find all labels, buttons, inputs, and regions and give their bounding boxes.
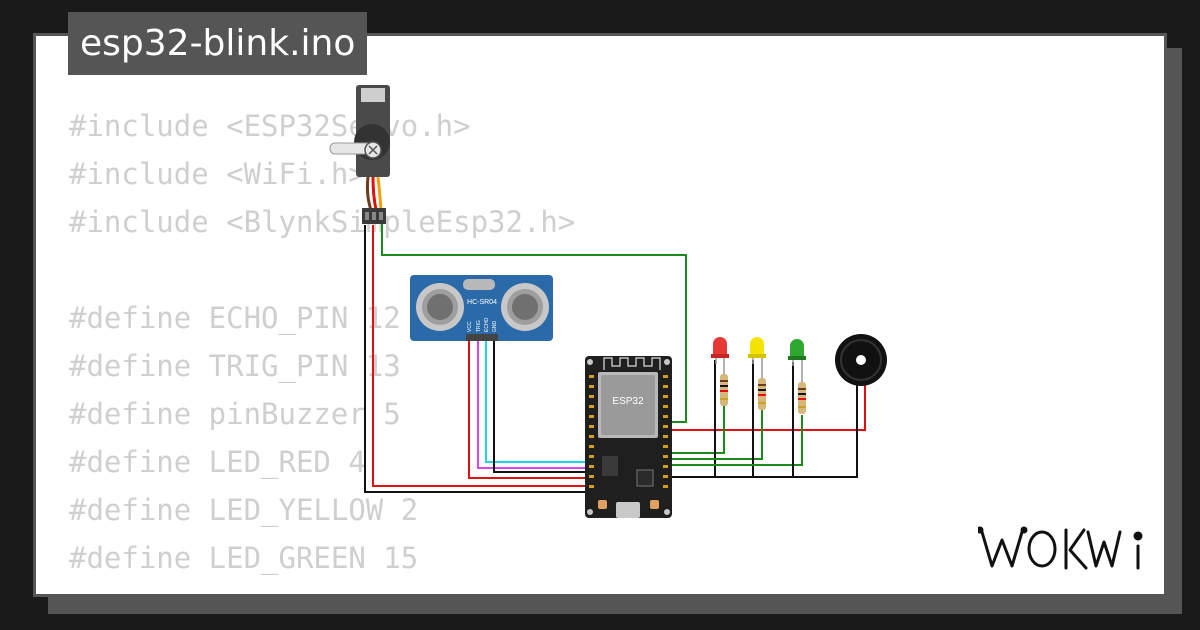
led-red xyxy=(711,337,729,374)
code-line: #define ECHO_PIN 12 xyxy=(69,301,401,335)
code-line: #define LED_RED 4 xyxy=(69,445,366,479)
resistor-yellow xyxy=(758,378,766,410)
ultrasonic-pin-label: GND xyxy=(492,321,498,333)
code-line: #include <ESP32Servo.h> xyxy=(69,109,471,143)
led-yellow xyxy=(748,337,766,378)
wire-ultrasonic-vcc xyxy=(468,340,590,479)
esp32-board: ESP32 xyxy=(585,356,672,518)
wire-buzzer-gnd xyxy=(668,385,858,478)
resistor-red xyxy=(720,374,728,406)
code-line: #include <BlynkSimpleEsp32.h> xyxy=(69,205,576,239)
code-block: #include <ESP32Servo.h> #include <WiFi.h… xyxy=(69,102,575,582)
wire-servo-vcc xyxy=(372,225,590,487)
code-line: #define pinBuzzer 5 xyxy=(69,397,401,431)
ultrasonic-sensor: HC-SR04 VCC TRIG ECHO GND xyxy=(410,275,553,341)
wire-ultrasonic-gnd xyxy=(493,340,590,473)
led-green xyxy=(788,339,806,382)
wire-ultrasonic-trig xyxy=(477,340,590,469)
wokwi-logo xyxy=(978,526,1143,570)
code-line: #define TRIG_PIN 13 xyxy=(69,349,401,383)
wire-servo-signal xyxy=(381,220,687,423)
wire-servo-gnd xyxy=(364,225,590,493)
preview-card: #include <ESP32Servo.h> #include <WiFi.h… xyxy=(33,33,1167,597)
ultrasonic-pin-label: VCC xyxy=(467,321,473,332)
servo-motor xyxy=(329,85,390,224)
code-line: #define LED_GREEN 15 xyxy=(69,541,419,575)
wire-ultrasonic-echo xyxy=(485,340,590,463)
mcu-label: ESP32 xyxy=(612,396,644,407)
ultrasonic-label: HC-SR04 xyxy=(467,299,497,306)
ultrasonic-pin-label: ECHO xyxy=(484,317,490,332)
wire-led-red xyxy=(668,405,725,454)
file-title-tab: esp32-blink.ino xyxy=(68,12,368,75)
code-line: #define LED_YELLOW 2 xyxy=(69,493,419,527)
resistor-green xyxy=(798,382,806,414)
code-line: #include <WiFi.h> xyxy=(69,157,366,191)
buzzer xyxy=(835,334,887,386)
wire-buzzer-signal xyxy=(668,385,866,431)
ultrasonic-pin-label: TRIG xyxy=(476,320,482,332)
wire-led-green xyxy=(668,415,803,466)
wire-led-yellow xyxy=(668,410,763,460)
